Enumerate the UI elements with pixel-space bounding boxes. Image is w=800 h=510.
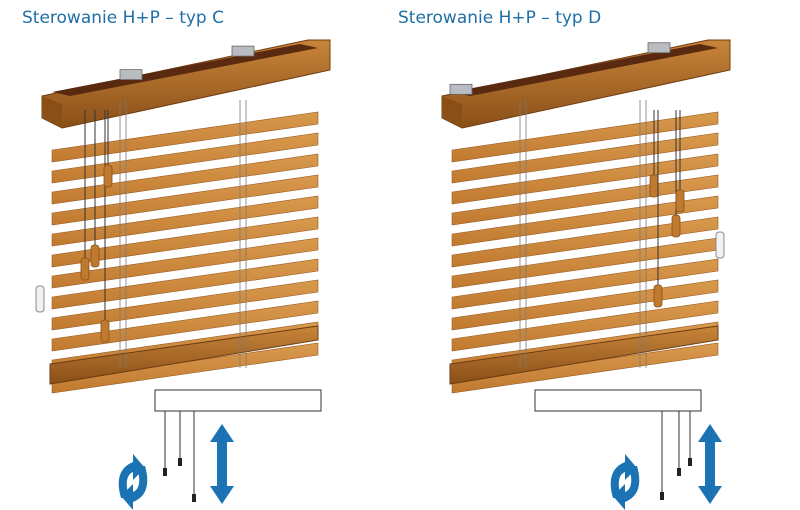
rotate-arrows-icon (121, 466, 148, 510)
slat (51, 342, 319, 394)
slat (451, 216, 719, 268)
cord-tassel-icon (649, 174, 659, 198)
headrail-end-cap (442, 96, 462, 128)
slat (451, 258, 719, 310)
cord-end (677, 468, 681, 476)
mechanism-bracket (647, 42, 671, 54)
cord-tassel-icon (103, 164, 113, 188)
cord-tassel-icon (100, 319, 110, 343)
slat (451, 279, 719, 331)
panel-title-type-c: Sterowanie H+P – typ C (22, 8, 224, 28)
slat (451, 153, 719, 205)
slat (51, 153, 319, 205)
rotate-arrows-icon (610, 454, 637, 498)
control-legend-box (154, 389, 322, 412)
cord-end (660, 492, 664, 500)
headrail-channel (452, 44, 718, 96)
slat (51, 258, 319, 310)
cord-end (163, 468, 167, 476)
cord-tassel-icon (80, 257, 90, 281)
mechanism-bracket (449, 83, 473, 95)
cord-end (688, 458, 692, 466)
blind-diagram-type-c (35, 39, 331, 510)
cord-end (178, 458, 182, 466)
slat (451, 300, 719, 352)
slat (51, 216, 319, 268)
cord-tassel-icon (653, 284, 663, 308)
up-down-arrow-icon (210, 424, 234, 504)
wall-clip-icon (35, 285, 45, 313)
slat (451, 132, 719, 184)
blind-diagram-type-d (441, 39, 731, 510)
up-down-arrow-icon (698, 424, 722, 504)
cord-tassel-icon (90, 244, 100, 268)
slat (51, 237, 319, 289)
bottom-rail (49, 325, 319, 385)
cord-end (192, 494, 196, 502)
slat (51, 195, 319, 247)
slat (51, 132, 319, 184)
bottom-rail (449, 325, 719, 385)
mechanism-bracket (231, 45, 255, 57)
slat (51, 300, 319, 352)
panel-title-type-d: Sterowanie H+P – typ D (398, 8, 602, 28)
cord-tassel-icon (675, 189, 685, 213)
control-legend-box (534, 389, 702, 412)
mechanism-bracket (119, 69, 143, 81)
wall-clip-icon (715, 231, 725, 259)
headrail-channel (52, 44, 318, 96)
slat (451, 111, 719, 163)
rotate-arrows-icon (118, 454, 145, 498)
slat (451, 195, 719, 247)
cord-tassel-icon (671, 214, 681, 238)
slat (451, 342, 719, 394)
slat (51, 174, 319, 226)
headrail-end-cap (42, 96, 62, 128)
rotate-arrows-icon (613, 466, 640, 510)
slat (51, 111, 319, 163)
slat (51, 279, 319, 331)
